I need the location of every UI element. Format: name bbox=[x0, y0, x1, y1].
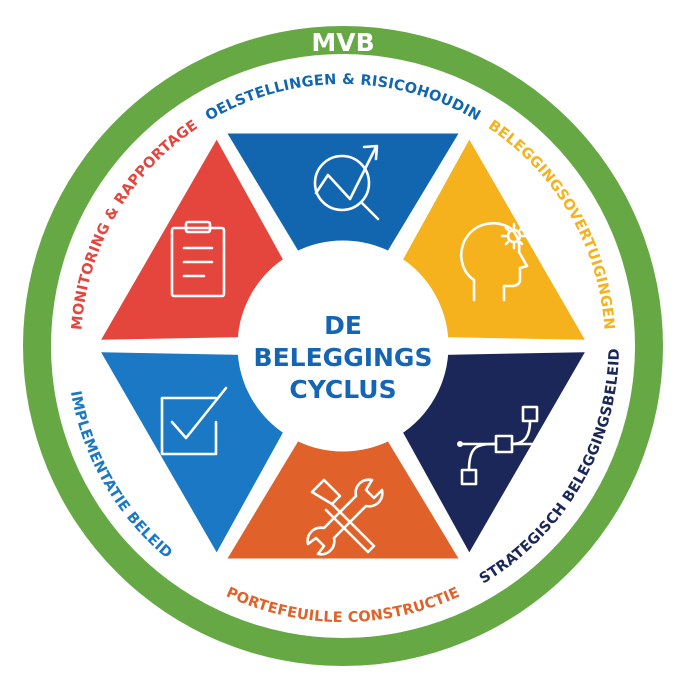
center-circle bbox=[249, 263, 437, 451]
checkbox-icon bbox=[160, 386, 228, 456]
segment-2 bbox=[393, 125, 598, 348]
clipboard-icon bbox=[170, 220, 226, 298]
chart-magnifier-icon bbox=[313, 144, 380, 221]
bezier-path-icon bbox=[457, 405, 539, 486]
head-gear-icon bbox=[460, 221, 529, 302]
center-line-2: BELEGGINGS bbox=[254, 343, 433, 372]
segment-6 bbox=[88, 125, 293, 348]
ring-title: MVB bbox=[311, 28, 374, 57]
wrench-hammer-icon bbox=[306, 478, 384, 556]
center-line-3: CYCLUS bbox=[289, 375, 396, 404]
center-line-1: DE bbox=[324, 311, 362, 340]
